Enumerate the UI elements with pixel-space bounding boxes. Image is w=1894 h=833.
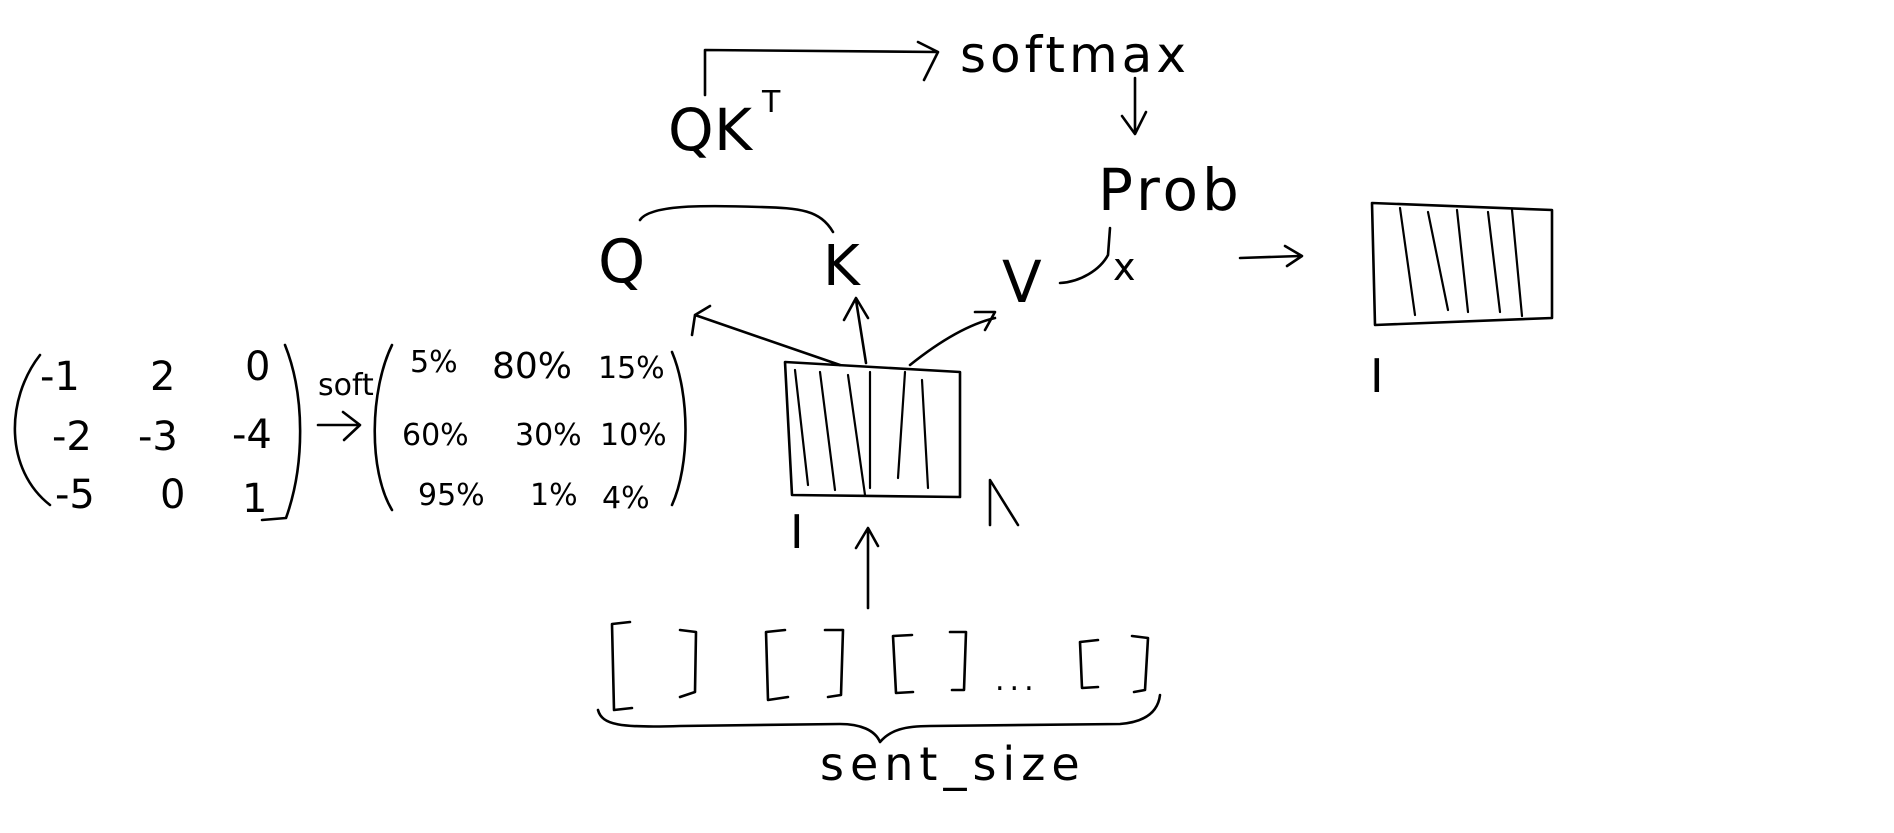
v-label: V [1002,248,1042,316]
i-to-v-arrow [908,310,997,367]
raw-cell-1-1: -3 [138,414,178,460]
sent-size-label: sent_size [820,737,1086,791]
soft-cell-1-2: 10% [600,418,667,453]
k-label: K [823,234,861,299]
q-k-connector [638,204,835,234]
qkt-to-softmax-arrow [703,40,940,97]
soft-matrix-left-paren [373,343,394,512]
raw-cell-1-2: -4 [232,412,272,458]
soft-cell-1-1: 30% [515,418,582,453]
soft-cell-0-2: 15% [598,351,665,386]
raw-cell-2-2: 1 [242,476,267,522]
soft-arrow [316,410,362,442]
softmax-to-prob-arrow [1120,76,1148,136]
raw-matrix-right-paren [260,343,302,522]
raw-cell-0-2: 0 [245,344,270,390]
raw-cell-1-0: -2 [52,414,92,460]
tokens-to-i-arrow [854,526,880,610]
raw-matrix-left-paren [13,353,52,507]
i-to-k-arrow [842,296,870,365]
token-brackets [610,620,1150,712]
raw-cell-2-1: 0 [160,472,185,518]
soft-cell-2-2: 4% [602,481,650,516]
output-matrix-label: I [1370,349,1384,403]
soft-cell-1-0: 60% [402,418,469,453]
ellipsis-label: ... [995,663,1039,698]
input-matrix [783,360,962,499]
raw-cell-0-1: 2 [150,354,175,400]
prob-label: Prob [1098,156,1243,224]
qkt-transpose-label: T [761,85,781,120]
output-matrix [1370,201,1554,327]
raw-cell-0-0: -1 [40,354,80,400]
softmax-label: softmax [960,26,1190,84]
raw-cell-2-0: -5 [55,472,95,518]
qkt-k-label: K [714,96,754,164]
soft-matrix-right-paren [670,350,687,507]
soft-cell-0-1: 80% [492,346,572,387]
times-label: x [1113,245,1136,289]
soft-cell-2-1: 1% [530,478,578,513]
soft-cell-0-0: 5% [410,345,458,380]
q-label: Q [598,227,645,297]
soft-cell-2-0: 95% [418,478,485,513]
qkt-q-label: Q [668,96,714,164]
prob-v-connector [1058,226,1112,285]
input-matrix-label: I [790,505,804,559]
residual-arrow [988,478,1020,527]
i-to-q-arrow [690,304,842,367]
to-output-arrow [1238,244,1304,268]
sent-size-brace [596,693,1162,744]
soft-label: soft [318,368,374,403]
